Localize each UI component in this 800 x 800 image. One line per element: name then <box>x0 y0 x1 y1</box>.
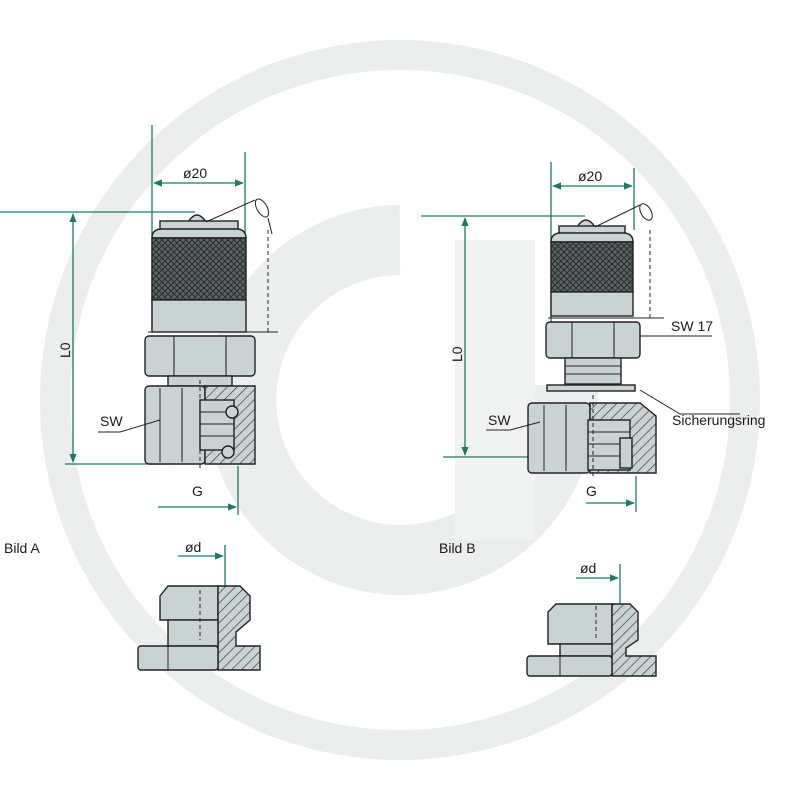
a-sw-label: SW <box>100 413 123 429</box>
b-port-neck <box>559 643 613 657</box>
a-port-hex <box>137 645 219 671</box>
b-sw-label: SW <box>488 412 511 428</box>
b-sw-leader <box>486 421 541 431</box>
b-caption: Bild B <box>439 540 476 556</box>
b-port-section <box>611 603 657 677</box>
b-neck <box>564 357 622 385</box>
a-port-neck <box>167 619 219 647</box>
a-caption: Bild A <box>4 540 40 556</box>
a-dia-label: ø20 <box>183 165 207 181</box>
a-ball-bottom <box>221 445 235 459</box>
b-ring-label: Sicherungsring <box>672 412 765 428</box>
b-length-label: L0 <box>449 346 465 362</box>
b-ring-section <box>619 437 633 469</box>
a-port-body <box>159 585 219 621</box>
watermark-logo-icon <box>40 40 760 760</box>
a-chain-link <box>267 217 273 235</box>
b-cap-skirt <box>550 291 634 317</box>
a-cap-skirt <box>151 299 247 333</box>
b-circlip <box>546 384 636 392</box>
b-sw17-label: SW 17 <box>671 318 713 334</box>
a-upper-hex <box>144 335 256 377</box>
b-cap-dome <box>550 232 634 243</box>
b-dia-label: ø20 <box>578 168 602 184</box>
b-ring-leader <box>639 389 740 415</box>
a-length-label: L0 <box>57 342 73 358</box>
figure-b: ø20 L0 SW 17 <box>421 162 765 677</box>
a-lower-hex <box>144 385 206 465</box>
b-chain-ring <box>639 203 653 221</box>
b-knurled-cap <box>550 241 634 293</box>
a-cap-dome <box>151 228 247 239</box>
a-g-label: G <box>192 483 203 499</box>
b-chain-wire <box>594 204 641 228</box>
figure-a: ø20 L0 SW <box>0 125 278 671</box>
b-od-label: ød <box>580 560 596 576</box>
a-sw-leader <box>98 419 161 433</box>
a-port-section <box>217 585 261 671</box>
a-od-label: ød <box>185 539 201 555</box>
b-g-label: G <box>586 483 597 499</box>
b-lower-hex <box>527 402 591 474</box>
a-chain-ring <box>254 198 270 218</box>
a-ball-top <box>225 405 239 419</box>
b-port-body <box>547 603 613 645</box>
a-chain-wire <box>205 199 256 223</box>
a-knurled-cap <box>151 237 247 301</box>
b-upper-hex <box>545 321 641 359</box>
b-port-hex <box>526 655 613 677</box>
